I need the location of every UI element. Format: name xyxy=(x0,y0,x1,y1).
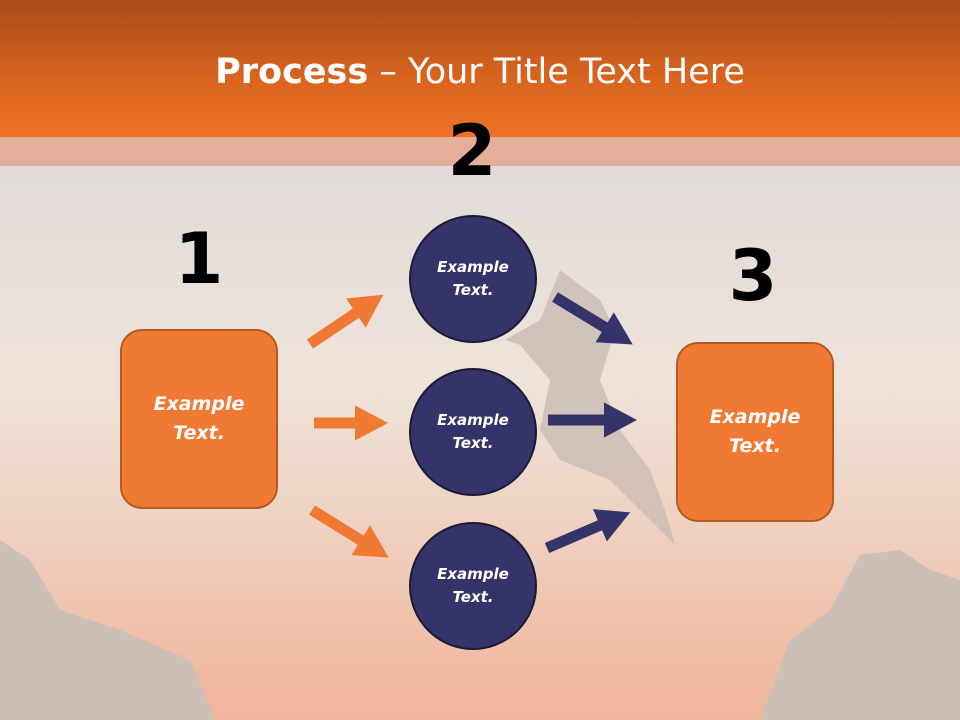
step-number-1: 1 xyxy=(174,218,224,300)
circle-c-label: Example Text. xyxy=(437,565,509,606)
step-number-2: 2 xyxy=(447,110,497,192)
step-2-circle-a: Example Text. xyxy=(409,215,537,343)
step-3-label: Example Text. xyxy=(709,406,801,457)
title-band xyxy=(0,137,960,166)
step-2-circle-c: Example Text. xyxy=(409,522,537,650)
slide-title: Process – Your Title Text Here xyxy=(0,52,960,92)
step-1-label: Example Text. xyxy=(153,393,245,444)
arrow-1-to-2c xyxy=(309,505,389,558)
arrow-2c-to-3 xyxy=(544,509,631,554)
title-bar xyxy=(0,0,960,137)
jumper-silhouette xyxy=(505,270,675,545)
step-number-3: 3 xyxy=(728,235,778,317)
circle-a-label: Example Text. xyxy=(437,258,509,299)
arrow-1-to-2a xyxy=(306,294,384,349)
circle-b-label: Example Text. xyxy=(437,411,509,452)
arrow-2a-to-3 xyxy=(552,292,633,345)
step-3-box: Example Text. xyxy=(676,342,834,522)
step-1-box: Example Text. xyxy=(120,329,278,509)
right-cliff xyxy=(760,550,960,720)
title-rest: – Your Title Text Here xyxy=(368,52,745,92)
step-2-circle-b: Example Text. xyxy=(409,368,537,496)
title-bold: Process xyxy=(215,52,369,92)
left-cliff xyxy=(0,540,215,720)
